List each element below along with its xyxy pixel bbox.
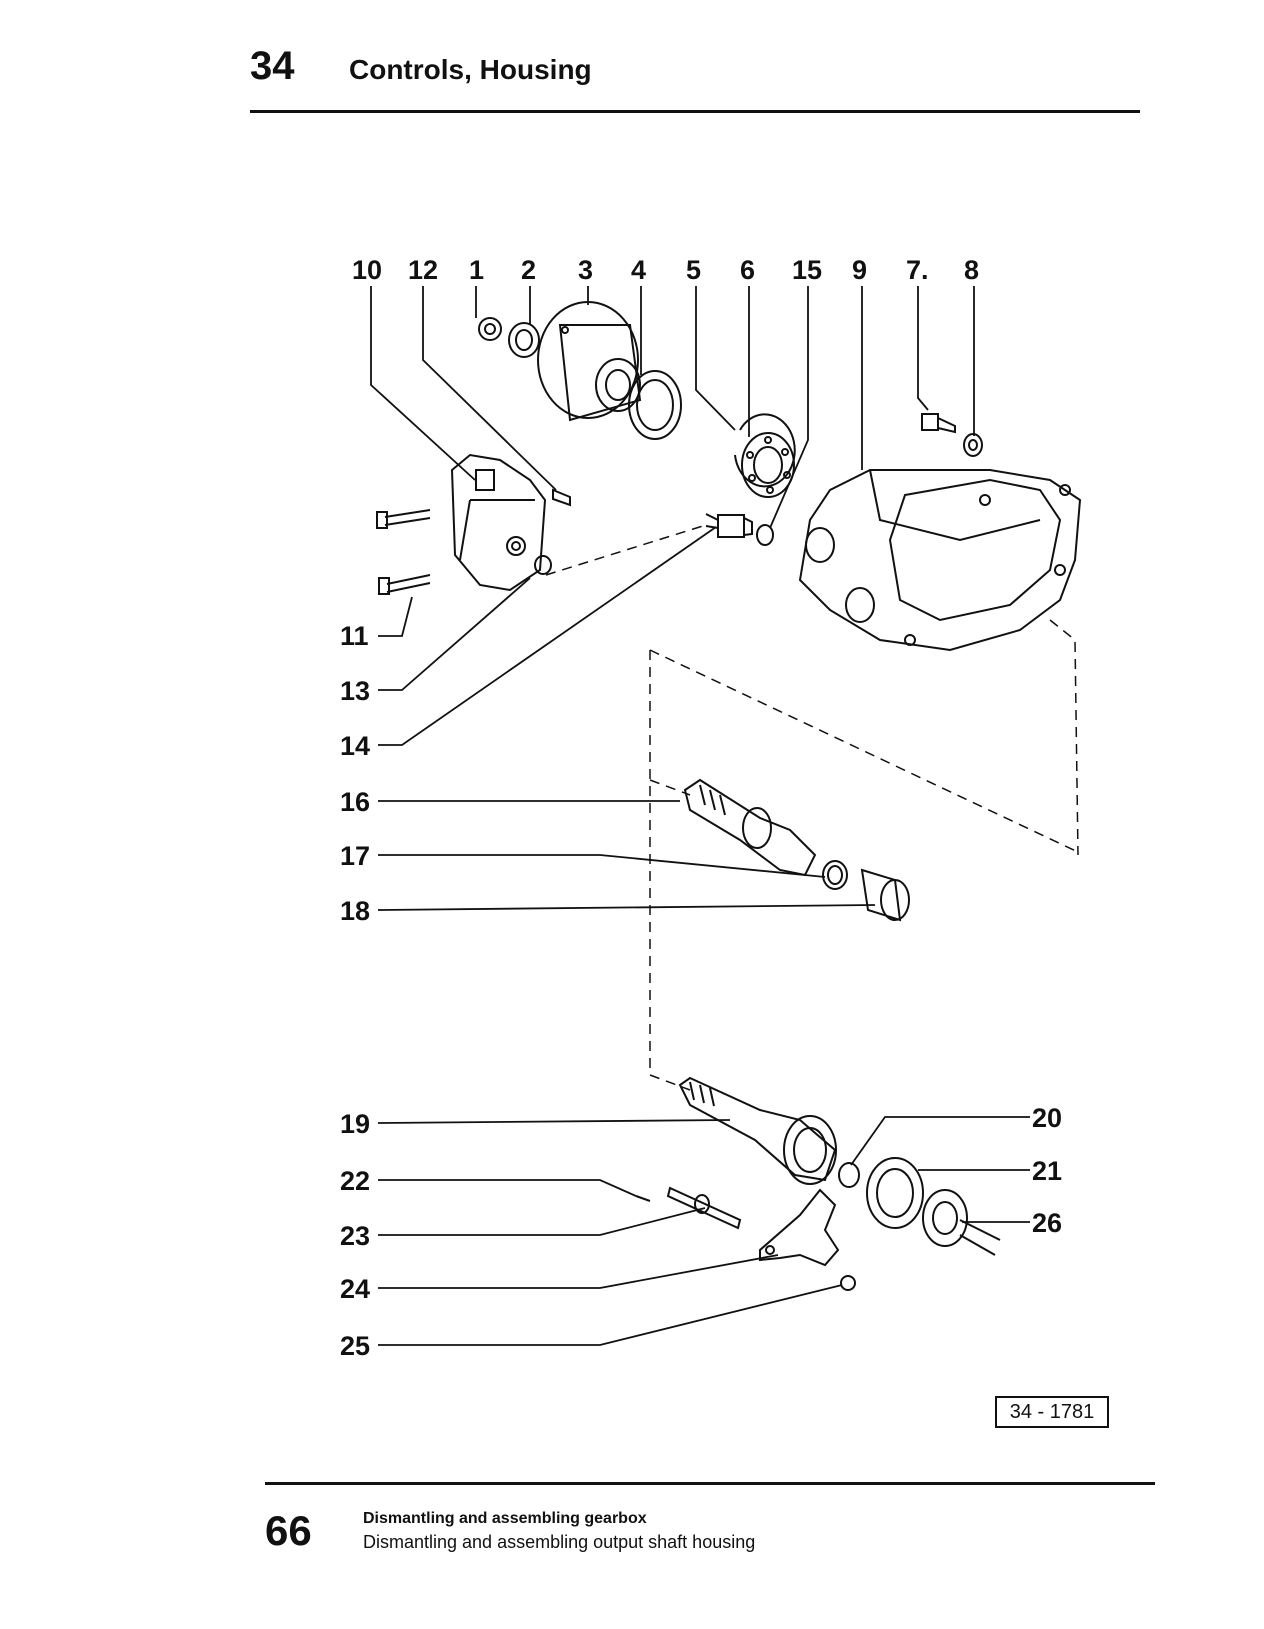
figure-reference: 34 - 1781 xyxy=(995,1396,1109,1428)
part-25-nut xyxy=(840,1275,856,1291)
label-19: 19 xyxy=(340,1109,370,1139)
label-13: 13 xyxy=(340,676,370,706)
footer-subtitle: Dismantling and assembling output shaft … xyxy=(363,1532,756,1552)
label-2: 2 xyxy=(521,255,536,285)
part-4-oil-seal xyxy=(628,370,682,440)
part-16-shaft xyxy=(683,778,817,877)
label-24: 24 xyxy=(340,1274,370,1304)
footer-rule xyxy=(265,1482,1155,1485)
label-3: 3 xyxy=(578,255,593,285)
section-title: Controls, Housing xyxy=(349,54,592,85)
assembly-dashed-lines xyxy=(545,524,1081,1091)
label-4: 4 xyxy=(631,255,646,285)
label-14: 14 xyxy=(340,731,370,761)
label-17: 17 xyxy=(340,841,370,871)
label-20: 20 xyxy=(1032,1103,1062,1133)
part-7-bolt xyxy=(921,413,956,434)
leader-lines xyxy=(370,286,1030,1346)
label-12: 12 xyxy=(408,255,438,285)
label-26: 26 xyxy=(1032,1208,1062,1238)
header-rule xyxy=(250,110,1140,113)
label-1: 1 xyxy=(469,255,484,285)
page-number: 66 xyxy=(265,1507,312,1554)
part-11-bolts xyxy=(376,509,431,595)
part-17-ring xyxy=(822,860,848,890)
part-19-shaft xyxy=(678,1076,837,1185)
part-24-fork xyxy=(759,1188,840,1267)
label-16: 16 xyxy=(340,787,370,817)
label-21: 21 xyxy=(1032,1156,1062,1186)
label-23: 23 xyxy=(340,1221,370,1251)
part-13-o-ring xyxy=(534,555,552,575)
label-8: 8 xyxy=(964,255,979,285)
part-1-nut xyxy=(478,317,502,341)
label-6: 6 xyxy=(740,255,755,285)
label-7: 7. xyxy=(906,255,929,285)
part-26-gear xyxy=(922,1189,1001,1256)
label-15: 15 xyxy=(792,255,822,285)
footer-title: Dismantling and assembling gearbox xyxy=(363,1510,647,1527)
part-3-flange xyxy=(537,301,642,422)
part-18-needle-bearing xyxy=(860,868,910,922)
label-18: 18 xyxy=(340,896,370,926)
part-2-seal xyxy=(508,322,540,358)
section-number: 34 xyxy=(250,44,295,88)
part-10-selector-housing xyxy=(450,453,547,592)
part-21-synchro-ring xyxy=(866,1157,924,1229)
part-8-washer xyxy=(963,433,983,457)
label-25: 25 xyxy=(340,1331,370,1361)
part-22-pin xyxy=(635,1195,651,1202)
label-10: 10 xyxy=(352,255,382,285)
label-9: 9 xyxy=(852,255,867,285)
part-15-washer xyxy=(756,524,774,546)
label-5: 5 xyxy=(686,255,701,285)
part-20-sleeve xyxy=(838,1162,860,1188)
part-12-pin xyxy=(552,488,571,507)
part-6-ball-bearing xyxy=(741,432,795,498)
part-9-housing xyxy=(798,469,1082,652)
part-14-switch xyxy=(705,513,753,538)
label-22: 22 xyxy=(340,1166,370,1196)
label-11: 11 xyxy=(340,621,369,651)
part-23-shaft xyxy=(666,1186,742,1230)
